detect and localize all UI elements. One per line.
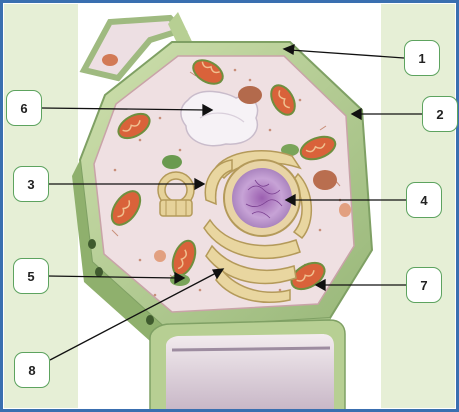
- plasmodesma-hole: [95, 267, 103, 277]
- callout-label-4: 4: [406, 182, 442, 218]
- neighbor-cell-membrane: [172, 348, 330, 350]
- callout-label-7: 7: [406, 267, 442, 303]
- vesicle: [339, 203, 351, 217]
- neighbor-cell-bottom-interior: [166, 334, 334, 412]
- callout-label-2: 2: [422, 96, 458, 132]
- amyloplast: [238, 86, 262, 104]
- plasmodesma-hole: [146, 315, 154, 325]
- leucoplast: [313, 170, 337, 190]
- callout-label-1: 1: [404, 40, 440, 76]
- golgi-small-structure: [158, 172, 194, 216]
- callout-label-8: 8: [14, 352, 50, 388]
- vesicle: [154, 250, 166, 262]
- callout-label-6: 6: [6, 90, 42, 126]
- plasmodesma-hole: [88, 239, 96, 249]
- callout-label-3: 3: [13, 166, 49, 202]
- peroxisome: [162, 155, 182, 169]
- left-panel: [4, 4, 78, 408]
- vesicle: [102, 54, 118, 66]
- callout-label-5: 5: [13, 258, 49, 294]
